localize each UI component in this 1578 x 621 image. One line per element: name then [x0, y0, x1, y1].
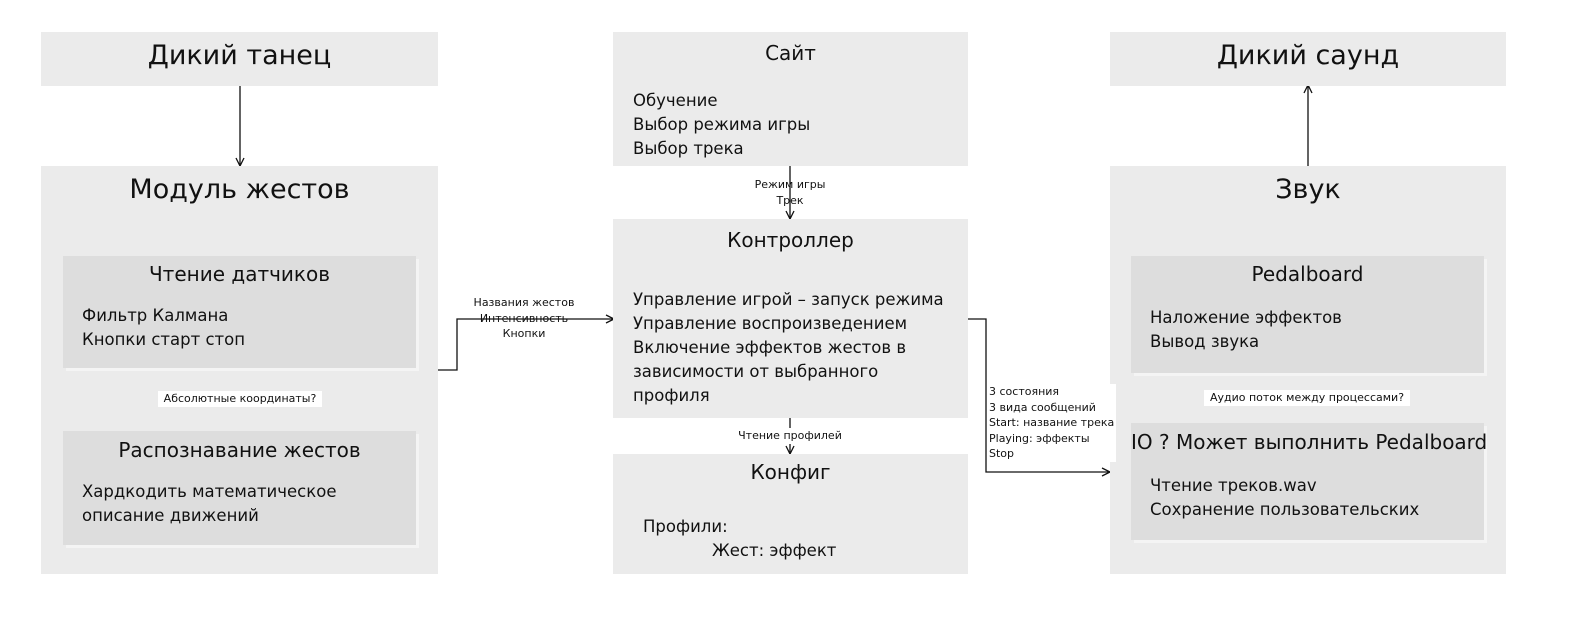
edge-label-controller-sound-line2: 3 вида сообщений	[989, 400, 1096, 414]
edge-controller-to-sound	[968, 318, 1110, 472]
gestures-module-title: Модуль жестов	[129, 174, 350, 205]
edge-label-controller-config: Чтение профилей	[735, 428, 845, 444]
config-block: Конфиг Профили: Жест: эффект	[613, 454, 968, 574]
edge-label-sensors-recognition: Абсолютные координаты?	[158, 391, 322, 407]
site-item-track: Выбор трека	[633, 139, 744, 158]
wild-dance-title: Дикий танец	[147, 40, 332, 71]
sensors-title: Чтение датчиков	[148, 262, 331, 286]
edge-label-controller-sound-line3: Start: название трека	[989, 416, 1115, 429]
edge-label-controller-sound: 3 состояния 3 вида сообщений Start: назв…	[989, 384, 1117, 462]
config-title: Конфиг	[750, 460, 831, 484]
io-block: IO ? Может выполнить Pedalboard Чтение т…	[1131, 423, 1488, 540]
wild-dance-block: Дикий танец	[41, 32, 438, 86]
wild-sound-block: Дикий саунд	[1110, 32, 1506, 86]
controller-title: Контроллер	[727, 228, 854, 252]
pedalboard-title: Pedalboard	[1251, 262, 1364, 286]
controller-item-playback: Управление воспроизведением	[633, 314, 908, 333]
sound-title: Звук	[1275, 174, 1341, 205]
edge-label-controller-sound-line5: Stop	[989, 447, 1015, 460]
controller-item-effects-1: Включение эффектов жестов в	[633, 338, 907, 357]
controller-item-game: Управление игрой – запуск режима	[633, 290, 944, 309]
edge-label-gestures-controller: Названия жестов Интенсивность Кнопки	[464, 295, 584, 342]
edge-label-controller-sound-line4: Playing: эффекты	[989, 431, 1090, 445]
edge-label-gestures-controller-line2: Интенсивность	[479, 311, 569, 325]
controller-item-effects-2: зависимости от выбранного	[633, 362, 879, 381]
edge-label-gestures-controller-line3: Кнопки	[502, 327, 546, 340]
sensors-item-kalman: Фильтр Калмана	[82, 306, 229, 325]
edge-label-gestures-controller-line1: Названия жестов	[473, 296, 575, 309]
recognition-item-line2: описание движений	[82, 506, 259, 525]
pedalboard-item-effects: Наложение эффектов	[1150, 308, 1342, 327]
recognition-block: Распознавание жестов Хардкодить математи…	[63, 431, 416, 545]
pedalboard-item-output: Вывод звука	[1150, 332, 1260, 351]
site-item-mode: Выбор режима игры	[633, 115, 811, 134]
config-mapping: Жест: эффект	[712, 541, 837, 560]
controller-block: Контроллер Управление игрой – запуск реж…	[613, 219, 968, 418]
wild-sound-title: Дикий саунд	[1216, 40, 1400, 71]
edge-label-site-controller-line2: Трек	[776, 193, 804, 207]
site-block: Сайт Обучение Выбор режима игры Выбор тр…	[613, 32, 968, 166]
edge-label-site-controller-line1: Режим игры	[754, 178, 826, 191]
pedalboard-block: Pedalboard Наложение эффектов Вывод звук…	[1131, 256, 1484, 373]
site-title: Сайт	[765, 41, 816, 65]
sensors-item-buttons: Кнопки старт стоп	[82, 330, 246, 349]
edge-label-io-pedalboard: Аудио поток между процессами?	[1204, 390, 1410, 406]
edge-gestures-to-controller	[438, 319, 614, 371]
io-item-read-tracks: Чтение треков.wav	[1150, 476, 1317, 495]
edge-label-site-controller: Режим игры Трек	[748, 177, 832, 208]
controller-item-effects-3: профиля	[633, 386, 710, 405]
io-item-save-user: Сохранение пользовательских	[1150, 500, 1420, 519]
io-title: IO ? Может выполнить Pedalboard	[1131, 430, 1488, 454]
config-profiles: Профили:	[643, 517, 728, 536]
edge-label-controller-sound-line1: 3 состояния	[989, 385, 1060, 398]
recognition-title: Распознавание жестов	[118, 438, 361, 462]
recognition-item-line1: Хардкодить математическое	[82, 482, 337, 501]
sensors-block: Чтение датчиков Фильтр Калмана Кнопки ст…	[63, 256, 416, 368]
site-item-learning: Обучение	[633, 91, 718, 110]
